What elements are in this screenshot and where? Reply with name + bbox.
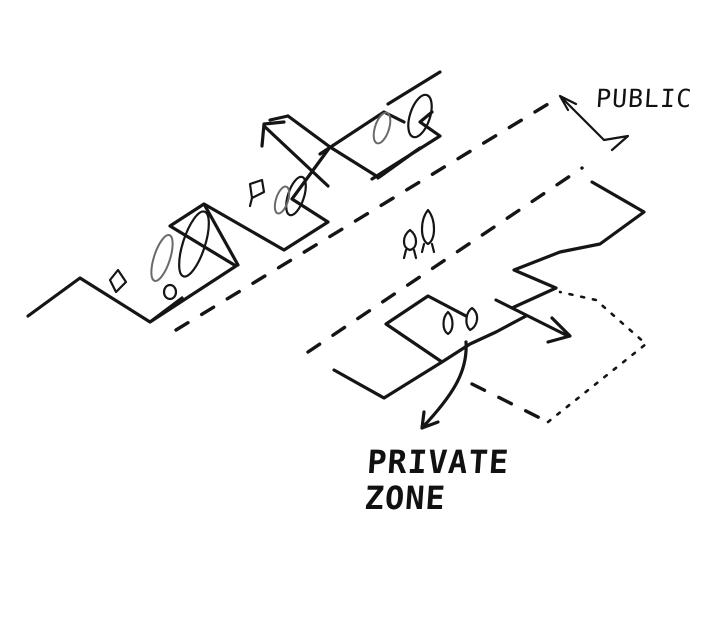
- label-public: PUBLIC: [594, 84, 694, 113]
- private-zone-dashed-edge: [470, 382, 550, 424]
- public-leader-arrow: [558, 94, 630, 152]
- label-private-line1: PRIVATE: [365, 443, 511, 481]
- oval-tree-planters: [150, 93, 433, 301]
- small-diamond-mark: [108, 268, 128, 294]
- chair-sketch: [248, 178, 266, 208]
- building-back-edge: [268, 70, 442, 149]
- lower-right-arrow: [494, 298, 572, 344]
- public-path-lower-edge: [306, 166, 584, 354]
- upper-left-arrow: [260, 120, 330, 188]
- right-stepped-block: [510, 180, 646, 310]
- people-group-center: [402, 208, 436, 260]
- private-step-block: [332, 294, 528, 400]
- label-private-line2: ZONE: [363, 479, 448, 517]
- stepped-frontage-line: [26, 110, 442, 324]
- private-leader-arrow: [420, 340, 468, 430]
- label-private-zone: PRIVATE ZONE: [363, 443, 511, 517]
- private-zone-dotted-edge: [546, 290, 648, 424]
- people-group-private: [442, 306, 479, 336]
- public-path-upper-edge: [174, 102, 550, 332]
